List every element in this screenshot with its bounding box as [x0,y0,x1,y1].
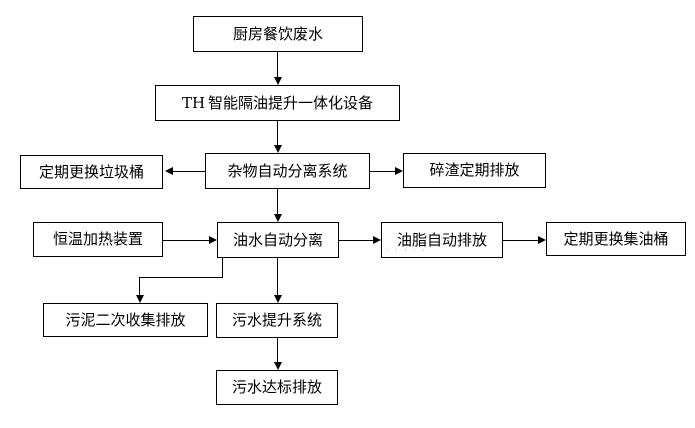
node-sewage-lifting-system[interactable]: 污水提升系统 [216,303,338,338]
edge-sewage-lift-to-compliant [277,338,278,362]
node-label: 污水达标排放 [231,378,322,396]
edge-oil-water-to-grease [339,240,373,241]
node-sludge-secondary-collection-discharge[interactable]: 污泥二次收集排放 [43,303,208,337]
node-label: 油水自动分离 [232,230,323,249]
node-label: 油脂自动排放 [396,230,487,249]
node-label: 污泥二次收集排放 [65,310,186,329]
node-label: 智能隔油提升一体化设备 [208,93,374,112]
node-kitchen-wastewater[interactable]: 厨房餐饮废水 [193,16,363,52]
arrowhead-sewage-lift-to-compliant [274,362,282,370]
edge-debris-to-trash-bin [173,171,205,172]
node-slag-periodic-discharge[interactable]: 碎渣定期排放 [403,153,546,188]
edge-oil-water-to-sewage-lift [277,258,278,295]
edge-debris-to-slag [370,171,395,172]
arrowhead-oil-water-to-sewage-lift [274,295,282,303]
node-th-integrated-equipment[interactable]: TH 智能隔油提升一体化设备 [155,85,400,121]
node-label: 定期更换集油桶 [563,229,669,248]
arrowhead-debris-to-oil-water [274,214,282,222]
node-label-prefix: TH [181,93,206,112]
arrowhead-heating-to-oil-water [209,236,217,244]
node-label: 厨房餐饮废水 [232,24,323,43]
edge-grease-to-oil-drum [503,240,538,241]
node-label: 定期更换垃圾桶 [38,162,144,181]
edge-equipment-to-debris [277,121,278,145]
node-sewage-compliant-discharge[interactable]: 污水达标排放 [216,370,338,405]
arrowhead-oil-water-to-sludge [136,295,144,303]
edge-oil-water-to-sludge-seg1 [222,258,223,278]
edge-oil-water-to-sludge-seg2 [139,277,223,278]
edge-oil-water-to-sludge-seg3 [139,277,140,295]
node-debris-auto-separation-system[interactable]: 杂物自动分离系统 [205,153,370,189]
node-grease-auto-discharge[interactable]: 油脂自动排放 [381,222,503,258]
edge-debris-to-oil-water [277,189,278,214]
node-label: 杂物自动分离系统 [227,161,348,180]
arrowhead-debris-to-slag [395,167,403,175]
node-constant-temp-heating-device[interactable]: 恒温加热装置 [33,222,163,257]
node-oil-water-auto-separation[interactable]: 油水自动分离 [217,222,339,258]
edge-heating-to-oil-water [163,240,209,241]
arrowhead-debris-to-trash-bin [165,167,173,175]
node-replace-trash-bin[interactable]: 定期更换垃圾桶 [20,155,163,189]
node-label: 恒温加热装置 [52,230,143,248]
edge-kitchen-to-equipment [277,52,278,77]
node-label: 污水提升系统 [231,311,322,329]
arrowhead-equipment-to-debris [274,145,282,153]
node-replace-oil-drum[interactable]: 定期更换集油桶 [546,222,686,256]
arrowhead-oil-water-to-grease [373,236,381,244]
arrowhead-grease-to-oil-drum [538,236,546,244]
render-artifact-dots: · · · · · [386,246,427,255]
node-label: 碎渣定期排放 [429,161,520,179]
arrowhead-kitchen-to-equipment [274,77,282,85]
